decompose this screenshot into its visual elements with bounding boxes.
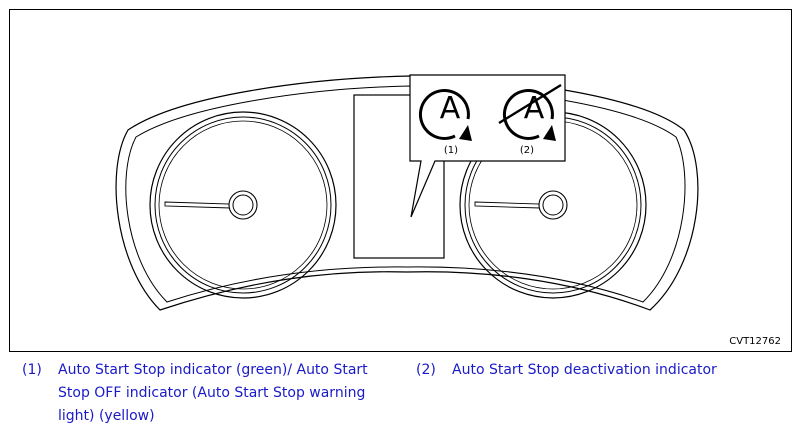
instrument-cluster-illustration: A A (1) (2) bbox=[115, 74, 699, 311]
auto-start-stop-indicator-icon: A bbox=[418, 89, 472, 141]
deactivation-slash bbox=[498, 83, 562, 125]
caption-number: (2) bbox=[416, 362, 436, 378]
left-gauge-needle bbox=[164, 201, 231, 209]
caption-text: Auto Start Stop indicator (green)/ Auto … bbox=[58, 362, 368, 424]
indicator-1-letter: A bbox=[440, 91, 461, 126]
figure-frame: A A (1) (2) CVT12762 bbox=[9, 9, 792, 352]
cluster-housing-inner bbox=[125, 85, 686, 303]
indicator-2-letter: A bbox=[524, 91, 545, 126]
cluster-housing-outer bbox=[115, 75, 699, 311]
callout-box bbox=[409, 74, 566, 218]
callout-label-1: (1) bbox=[444, 145, 458, 156]
caption-text: Auto Start Stop deactivation indicator bbox=[452, 362, 717, 378]
callout-label-2: (2) bbox=[520, 145, 534, 156]
auto-start-stop-deactivation-indicator-icon: A bbox=[498, 83, 562, 141]
figure-code: CVT12762 bbox=[729, 336, 781, 347]
left-gauge bbox=[149, 111, 337, 299]
right-gauge-needle bbox=[474, 201, 541, 209]
caption-number: (1) bbox=[22, 362, 42, 378]
